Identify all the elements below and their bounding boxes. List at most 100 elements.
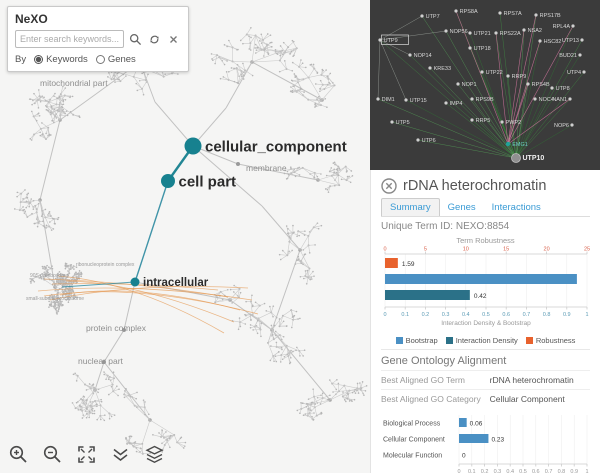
gene-node-NAN1[interactable] — [568, 97, 572, 101]
gene-node-NOP56[interactable] — [444, 29, 448, 33]
gene-node-BUD21[interactable] — [578, 53, 582, 57]
gene-label-BUD21[interactable]: BUD21 — [559, 53, 577, 59]
gene-label-RPL4A[interactable]: RPL4A — [553, 24, 571, 30]
close-detail-button[interactable] — [381, 178, 397, 194]
legend-item-bootstrap: Bootstrap — [395, 335, 438, 346]
gene-label-UTP10[interactable]: UTP10 — [523, 155, 545, 162]
gene-label-RRP5[interactable]: RRP5 — [476, 118, 491, 124]
gene-label-UTP21[interactable]: UTP21 — [474, 31, 491, 37]
gene-node-UTP21[interactable] — [468, 31, 472, 35]
tree-term-label-small[interactable]: small-subunit processome — [26, 296, 84, 302]
gene-label-RRP9[interactable]: RRP9 — [512, 74, 527, 80]
gene-node-RRP9[interactable] — [506, 74, 510, 78]
gene-node-UTP8[interactable] — [550, 86, 554, 90]
gene-node-NOP14[interactable] — [408, 53, 412, 57]
gene-label-RPS17B[interactable]: RPS17B — [540, 13, 561, 19]
clear-button[interactable] — [166, 32, 181, 47]
gene-label-RPS8A[interactable]: RPS8A — [460, 9, 478, 15]
gene-node-RPS9B[interactable] — [470, 97, 474, 101]
reset-button[interactable] — [147, 32, 162, 47]
gene-label-UTP6[interactable]: UTP6 — [422, 138, 436, 144]
gene-label-UTP5[interactable]: UTP5 — [396, 120, 410, 126]
layers-button[interactable] — [144, 444, 165, 465]
term-node-cell-part[interactable] — [161, 174, 175, 188]
gene-label-KRE33[interactable]: KRE33 — [434, 66, 451, 72]
gene-node-UTP4[interactable] — [582, 70, 586, 74]
gene-node-EMG1[interactable] — [505, 141, 511, 147]
gene-label-DIM1[interactable]: DIM1 — [382, 97, 395, 103]
gene-node-UTP22[interactable] — [480, 70, 484, 74]
gene-label-RPS22A[interactable]: RPS22A — [500, 31, 521, 37]
gene-label-NOP6[interactable]: NOP6 — [554, 123, 569, 129]
tab-summary[interactable]: Summary — [381, 198, 440, 216]
gene-node-KRE33[interactable] — [428, 66, 432, 70]
tree-term-label[interactable]: membrane — [246, 163, 287, 173]
gene-node-RPS7A[interactable] — [498, 11, 502, 15]
gene-node-NOC4[interactable] — [533, 97, 537, 101]
term-node-label[interactable]: intracellular — [143, 277, 209, 289]
gene-node-RPS22A[interactable] — [494, 31, 498, 35]
gene-node-RPL4A[interactable] — [571, 24, 575, 28]
gene-node-UTP15[interactable] — [404, 98, 408, 102]
gene-label-RPS7A[interactable]: RPS7A — [504, 11, 522, 17]
gene-node-RPS17B[interactable] — [534, 13, 538, 17]
tree-term-label[interactable]: mitochondrial part — [40, 78, 108, 88]
gene-label-RPS9B[interactable]: RPS9B — [476, 97, 494, 103]
gene-node-DIM1[interactable] — [376, 97, 380, 101]
gene-node-NOP6[interactable] — [570, 123, 574, 127]
gene-label-UTP7[interactable]: UTP7 — [426, 14, 440, 20]
gene-label-UTP22[interactable]: UTP22 — [486, 70, 503, 76]
term-node-intracellular[interactable] — [130, 277, 140, 287]
gene-label-HSC82[interactable]: HSC82 — [544, 39, 562, 45]
gene-label-NOP1[interactable]: NOP1 — [462, 82, 477, 88]
gene-label-UTP13[interactable]: UTP13 — [562, 38, 579, 44]
tab-interactions[interactable]: Interactions — [491, 202, 541, 213]
gene-label-NOC4[interactable]: NOC4 — [539, 97, 554, 103]
gene-node-RRP5[interactable] — [470, 118, 474, 122]
gene-label-EMG1[interactable]: EMG1 — [512, 142, 528, 148]
gene-label-NAN1[interactable]: NAN1 — [552, 97, 567, 103]
gene-node-NSA2[interactable] — [522, 28, 526, 32]
gene-label-NSA2[interactable]: NSA2 — [528, 28, 542, 34]
gene-node-UTP13[interactable] — [580, 38, 584, 42]
search-input[interactable] — [15, 30, 124, 48]
gene-label-UTP15[interactable]: UTP15 — [410, 98, 427, 104]
tab-genes[interactable]: Genes — [447, 202, 476, 213]
gene-node-UTP6[interactable] — [416, 138, 420, 142]
zoom-in-button[interactable] — [8, 444, 29, 465]
gene-node-NOP1[interactable] — [456, 82, 460, 86]
tree-term-label-small[interactable]: 90S preribosome — [30, 273, 68, 279]
term-node-label[interactable]: cell part — [179, 173, 237, 190]
gene-label-RPS4B[interactable]: RPS4B — [532, 82, 550, 88]
gene-node-UTP10[interactable] — [511, 153, 521, 163]
gene-node-HSC82[interactable] — [538, 39, 542, 43]
gene-label-IMP4[interactable]: IMP4 — [450, 101, 463, 107]
gene-node-IMP4[interactable] — [444, 101, 448, 105]
gene-node-UTP5[interactable] — [390, 120, 394, 124]
collapse-button[interactable] — [110, 444, 131, 465]
gene-node-UTP18[interactable] — [468, 46, 472, 50]
gene-label-UTP8[interactable]: UTP8 — [556, 86, 570, 92]
gene-label-NOP56[interactable]: NOP56 — [450, 29, 468, 35]
tree-term-label-small[interactable]: ribonucleoprotein complex — [76, 262, 135, 268]
gene-label-PWP2[interactable]: PWP2 — [506, 120, 522, 126]
zoom-out-button[interactable] — [42, 444, 63, 465]
term-node-cellular-component[interactable] — [184, 137, 202, 155]
gene-node-RPS4B[interactable] — [526, 82, 530, 86]
tree-term-label[interactable]: protein complex — [86, 323, 147, 333]
gene-label-UTP4[interactable]: UTP4 — [567, 70, 581, 76]
gene-node-PWP2[interactable] — [500, 120, 504, 124]
tree-term-label[interactable]: nuclear part — [78, 356, 124, 366]
gene-label-UTP9[interactable]: UTP9 — [384, 38, 398, 44]
gene-node-UTP9[interactable] — [378, 38, 382, 42]
search-button[interactable] — [128, 32, 143, 47]
term-node-label[interactable]: cellular_component — [205, 138, 347, 155]
fit-to-screen-button[interactable] — [76, 444, 97, 465]
gene-node-UTP7[interactable] — [420, 14, 424, 18]
mode-radio-genes[interactable] — [95, 55, 105, 64]
gene-node-RPS8A[interactable] — [454, 9, 458, 13]
mode-radio-keywords[interactable] — [34, 55, 44, 64]
gene-label-UTP18[interactable]: UTP18 — [474, 46, 491, 52]
gene-label-NOP14[interactable]: NOP14 — [414, 53, 432, 59]
